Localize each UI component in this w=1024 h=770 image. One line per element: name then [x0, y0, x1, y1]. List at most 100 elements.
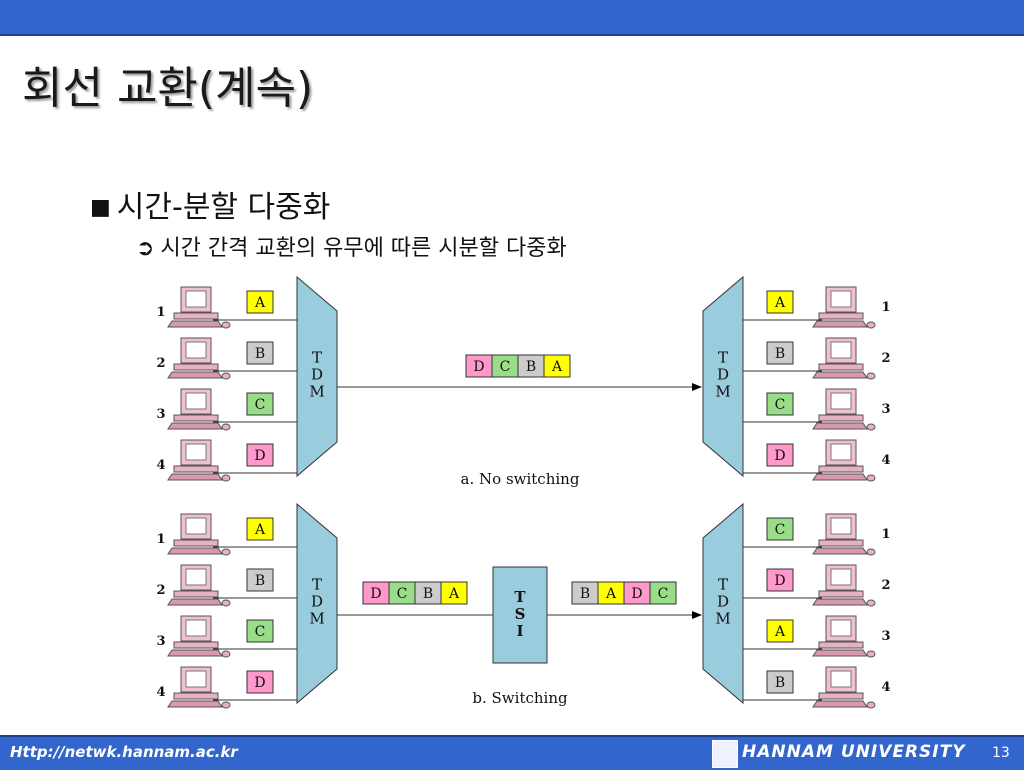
- diagram-a-output-slot-a-box: [766, 290, 794, 314]
- mouse-icon: [221, 423, 231, 431]
- cpu-case-icon: [173, 363, 219, 371]
- cpu-case-icon: [818, 692, 864, 700]
- bullet-level2: ➲시간 간격 교환의 유무에 따른 시분할 다중화: [136, 230, 567, 262]
- mouse-icon: [866, 701, 876, 709]
- diagram-a-input-slot-d-label: D: [254, 448, 265, 464]
- mouse-icon: [221, 372, 231, 380]
- diagram-b-right-computer-icon: [812, 615, 876, 658]
- diagram-b-tsi-label-t: T: [514, 588, 526, 606]
- diagram-b-output-slot-b-label: B: [775, 675, 785, 691]
- diagram-b-left-computer-icon: [167, 564, 231, 607]
- diagram-a-input-slot-c-box: [246, 392, 274, 416]
- diagram-b-right-station-number: 1: [881, 527, 890, 542]
- arrow-bullet-icon: ➲: [136, 236, 155, 261]
- keyboard-icon: [812, 422, 868, 430]
- diagram-b-left-computer-icon: [167, 513, 231, 556]
- mouse-icon: [866, 372, 876, 380]
- keyboard-icon: [167, 371, 223, 379]
- diagram-b-right-tdm: [702, 502, 744, 705]
- mouse-icon: [221, 474, 231, 482]
- mouse-icon: [221, 599, 231, 607]
- diagram-b-frame-out-slot-d-label: D: [631, 586, 642, 602]
- diagram-a-right-computer-icon: [812, 388, 876, 431]
- diagram-b-output-slot-b-box: [766, 670, 794, 694]
- diagram-a-input-slot-b-box: [246, 341, 274, 365]
- diagram-b-frame-in-slot-a-box: [440, 581, 468, 605]
- diagram-b-right-tdm-label-t: T: [718, 576, 728, 594]
- cpu-case-icon: [818, 539, 864, 547]
- diagram-a-input-slot-a-box: [246, 290, 274, 314]
- screen-icon: [185, 619, 207, 637]
- diagram-a-output-slot-c-label: C: [775, 397, 786, 413]
- diagram-a-right-tdm-label-m: M: [715, 383, 730, 401]
- university-logo-icon: [712, 740, 738, 768]
- diagram-b-output-slot-a-box: [766, 619, 794, 643]
- diagram-a-left-computer-icon: [167, 286, 231, 329]
- diagram-b-frame-out-slot-c-box: [649, 581, 677, 605]
- diagram-a-output-slot-b-label: B: [775, 346, 785, 362]
- diagram-b-left-computer-icon: [167, 666, 231, 709]
- diagram-a-right-tdm-label-t: T: [718, 349, 728, 367]
- diagram-a-frame-slot-a-box: [543, 354, 571, 378]
- diagram-b-right-tdm-label-d: D: [717, 593, 729, 611]
- diagram-a-left-computer-icon: [167, 337, 231, 380]
- diagram-b-input-slot-c-box: [246, 619, 274, 643]
- diagram-b-frame-in-slot-c-label: C: [397, 586, 408, 602]
- cpu-case-icon: [173, 590, 219, 598]
- diagram-b-left-station-number: 1: [156, 532, 165, 547]
- screen-icon: [185, 568, 207, 586]
- diagram-a-right-computer-icon: [812, 439, 876, 482]
- keyboard-icon: [167, 649, 223, 657]
- mouse-icon: [866, 474, 876, 482]
- page-number: 13: [992, 745, 1010, 761]
- diagram-b-left-station-number: 3: [156, 634, 165, 649]
- diagram-a-input-slot-b-label: B: [255, 346, 265, 362]
- diagram-a-input-slot-a-label: A: [254, 295, 266, 311]
- diagram-b-frame-in-slot-d-label: D: [370, 586, 381, 602]
- diagram-b-input-slot-b-label: B: [255, 573, 265, 589]
- diagram-b-right-tdm-label-m: M: [715, 610, 730, 628]
- diagram-a-right-station-number: 1: [881, 300, 890, 315]
- diagram-b-right-station-number: 2: [881, 578, 890, 593]
- bullet-text: 시간-분할 다중화: [116, 190, 331, 225]
- mouse-icon: [221, 650, 231, 658]
- diagram-b-input-slot-c-label: C: [255, 624, 266, 640]
- diagram-b-tsi-box: [492, 566, 548, 664]
- cpu-case-icon: [173, 641, 219, 649]
- diagram-b-output-slot-c-label: C: [775, 522, 786, 538]
- keyboard-icon: [812, 547, 868, 555]
- diagram-a-left-station-number: 2: [156, 356, 165, 371]
- screen-icon: [830, 670, 852, 688]
- diagram-b-input-slot-b-box: [246, 568, 274, 592]
- diagram-a-right-tdm: [702, 275, 744, 478]
- keyboard-icon: [167, 422, 223, 430]
- screen-icon: [830, 619, 852, 637]
- diagram-b-output-slot-d-box: [766, 568, 794, 592]
- diagram-b-left-computer-icon: [167, 615, 231, 658]
- keyboard-icon: [167, 598, 223, 606]
- mouse-icon: [866, 650, 876, 658]
- diagram-a-right-station-number: 2: [881, 351, 890, 366]
- footer-bar: Http://netwk.hannam.ac.kr HANNAM UNIVERS…: [0, 735, 1024, 770]
- diagram-b-left-tdm-label-d: D: [311, 593, 323, 611]
- cpu-case-icon: [173, 465, 219, 473]
- screen-icon: [830, 341, 852, 359]
- slide-title: 회선 교환(계속): [22, 63, 314, 114]
- keyboard-icon: [812, 371, 868, 379]
- diagram-b-right-computer-icon: [812, 666, 876, 709]
- diagram-b-frame-out-slot-b-label: B: [580, 586, 590, 602]
- keyboard-icon: [167, 473, 223, 481]
- diagram-b-right-station-number: 3: [881, 629, 890, 644]
- screen-icon: [185, 517, 207, 535]
- diagram-a-right-computer-icon: [812, 337, 876, 380]
- mouse-icon: [866, 423, 876, 431]
- diagram-b-frame-in-slot-b-label: B: [423, 586, 433, 602]
- mouse-icon: [221, 701, 231, 709]
- keyboard-icon: [167, 700, 223, 708]
- diagram-b-left-tdm: [296, 502, 338, 705]
- diagram-b-right-station-number: 4: [881, 680, 890, 695]
- keyboard-icon: [167, 320, 223, 328]
- footer-url[interactable]: Http://netwk.hannam.ac.kr: [10, 743, 238, 761]
- diagram-a-right-computer-icon: [812, 286, 876, 329]
